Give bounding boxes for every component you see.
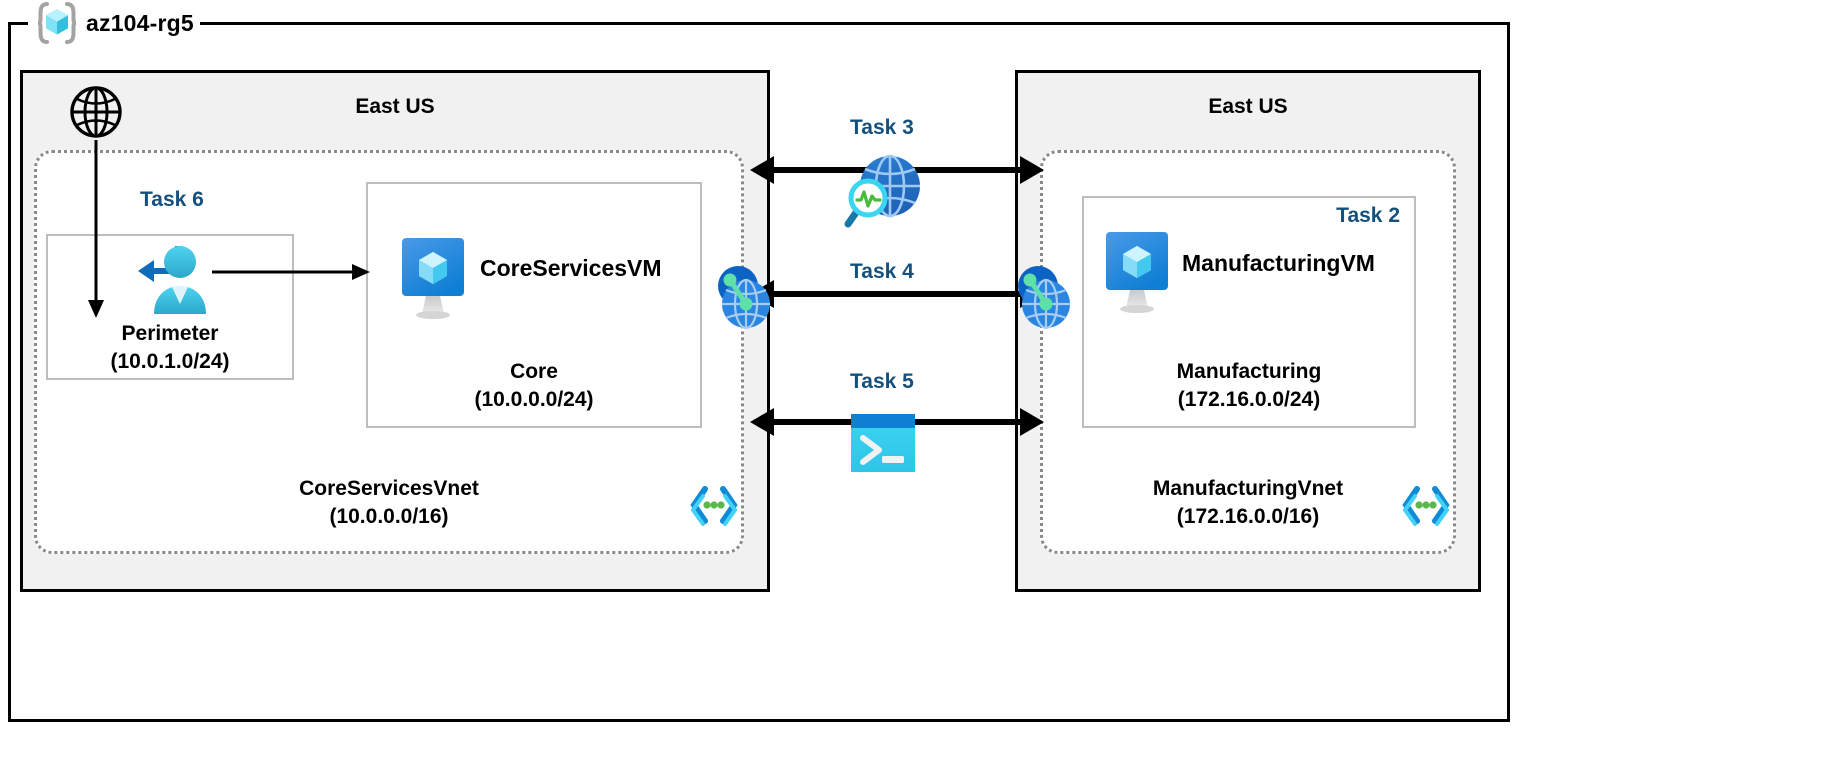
region-title-right: East US <box>1208 95 1288 118</box>
bastion-user-icon <box>128 240 214 321</box>
vnet-label-manufacturing: ManufacturingVnet (172.16.0.0/16) <box>1152 477 1344 528</box>
internet-globe-icon <box>68 84 124 145</box>
resource-group-frame <box>8 22 1510 722</box>
vnet-peering-icon <box>712 260 774 339</box>
task-label-5: Task 5 <box>850 370 914 393</box>
vm-name-manufacturingvm: ManufacturingVM <box>1182 250 1375 276</box>
vm-name-coreservicesvm: CoreServicesVM <box>480 255 662 281</box>
cloud-shell-icon <box>849 412 917 479</box>
subnet-label-core: Core (10.0.0.0/24) <box>474 360 594 411</box>
network-watcher-icon <box>838 150 930 237</box>
task-label-2: Task 2 <box>1336 204 1400 227</box>
region-title-left: East US <box>355 95 435 118</box>
subnet-label-manufacturing: Manufacturing (172.16.0.0/24) <box>1176 360 1322 411</box>
task-label-6: Task 6 <box>140 188 204 211</box>
vnet-peering-icon <box>1012 260 1074 339</box>
resource-group-label: az104-rg5 <box>28 2 200 44</box>
vnet-label-core: CoreServicesVnet (10.0.0.0/16) <box>299 477 479 528</box>
azure-resource-group-icon <box>34 0 80 46</box>
resource-group-name: az104-rg5 <box>86 9 194 36</box>
task-label-4: Task 4 <box>850 260 914 283</box>
task-label-3: Task 3 <box>850 116 914 139</box>
virtual-machine-icon <box>398 236 468 325</box>
virtual-machine-icon <box>1102 230 1172 319</box>
subnet-box-core: Core (10.0.0.0/24) <box>366 182 702 428</box>
subnet-label-perimeter: Perimeter (10.0.1.0/24) <box>110 322 230 373</box>
subnet-brackets-icon <box>689 483 739 532</box>
subnet-brackets-icon <box>1401 483 1451 532</box>
